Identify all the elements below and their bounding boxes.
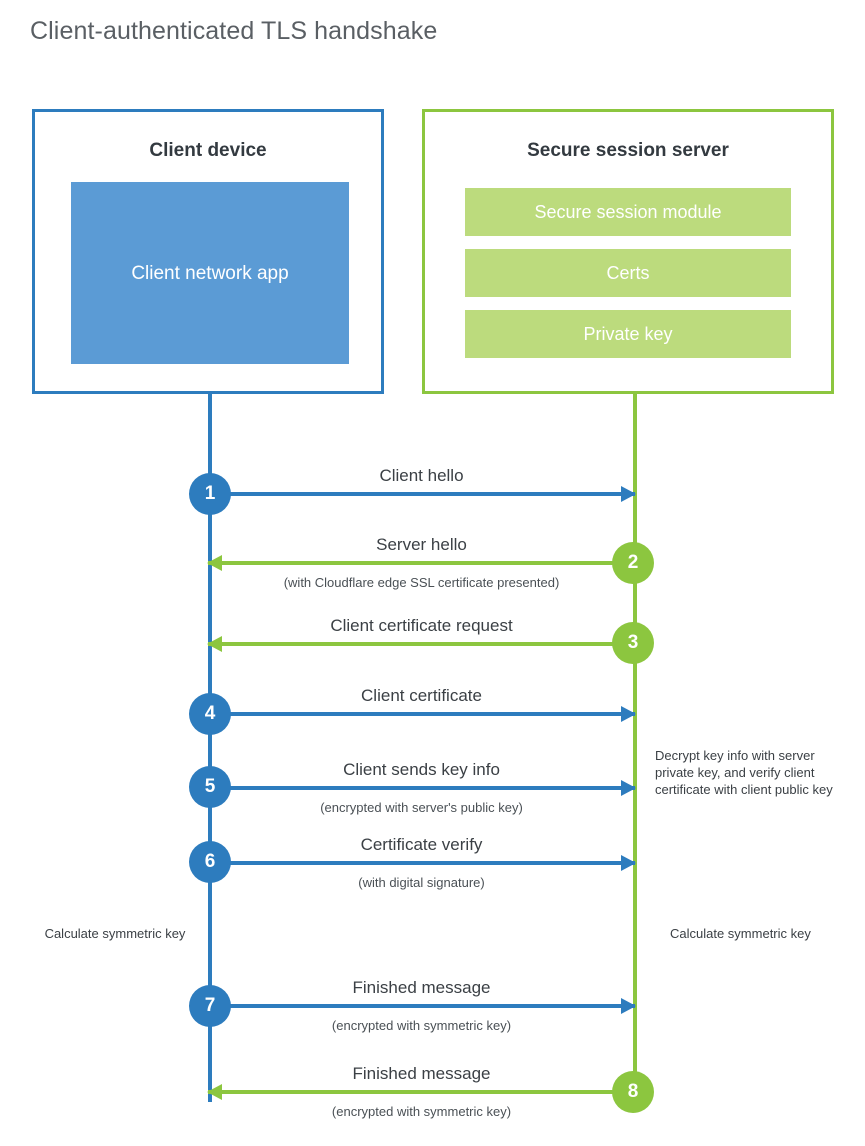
message-sublabel: (encrypted with server's public key): [320, 800, 523, 815]
client-device-title: Client device: [149, 140, 267, 161]
arrow-head-right-icon: [621, 855, 636, 871]
step-badge-2: 2: [612, 542, 654, 584]
arrow-head-right-icon: [621, 998, 636, 1014]
server-module-certs: Certs: [465, 249, 791, 297]
message-label: Client certificate request: [330, 616, 513, 635]
arrow-line-icon: [208, 786, 635, 790]
message-sublabel: (encrypted with symmetric key): [331, 1018, 512, 1033]
server-calculate-symmetric-key-annotation: Calculate symmetric key: [670, 926, 811, 941]
client-device-box: Client device Client network app: [32, 109, 384, 394]
arrow-head-right-icon: [621, 706, 636, 722]
step-badge-5: 5: [189, 766, 231, 808]
arrow-line-icon: [208, 642, 635, 646]
secure-session-server-title: Secure session server: [527, 140, 729, 161]
arrow-head-right-icon: [621, 486, 636, 502]
page-title: Client-authenticated TLS handshake: [30, 17, 438, 45]
message-label: Client certificate: [361, 686, 482, 705]
client-network-app-box: Client network app: [71, 182, 349, 364]
server-decrypt-annotation: Decrypt key info with server private key…: [655, 748, 833, 797]
message-sublabel: (encrypted with symmetric key): [331, 1104, 512, 1119]
secure-session-server-box: Secure session server Secure session mod…: [422, 109, 834, 394]
message-label: Client sends key info: [343, 760, 500, 779]
server-module-list: Secure session module Certs Private key: [465, 188, 791, 371]
step-badge-3: 3: [612, 622, 654, 664]
arrow-line-icon: [208, 561, 635, 565]
step-badge-4: 4: [189, 693, 231, 735]
arrow-line-icon: [208, 712, 635, 716]
step-badge-7: 7: [189, 985, 231, 1027]
client-calculate-symmetric-key-annotation: Calculate symmetric key: [44, 926, 186, 941]
arrow-head-left-icon: [207, 636, 222, 652]
message-label: Client hello: [379, 466, 464, 485]
arrow-head-right-icon: [621, 780, 636, 796]
arrow-line-icon: [208, 861, 635, 865]
message-sublabel: (with digital signature): [358, 875, 485, 890]
server-module-private-key: Private key: [465, 310, 791, 358]
message-label: Finished message: [352, 978, 491, 997]
step-badge-8: 8: [612, 1071, 654, 1113]
arrow-line-icon: [208, 492, 635, 496]
arrow-head-left-icon: [207, 1084, 222, 1100]
message-label: Server hello: [376, 535, 467, 554]
server-module-secure-session: Secure session module: [465, 188, 791, 236]
client-lifeline: [208, 392, 212, 1102]
server-lifeline: [633, 392, 637, 1102]
message-label: Certificate verify: [360, 835, 483, 854]
message-sublabel: (with Cloudflare edge SSL certificate pr…: [283, 575, 560, 590]
step-badge-6: 6: [189, 841, 231, 883]
arrow-line-icon: [208, 1090, 635, 1094]
arrow-head-left-icon: [207, 555, 222, 571]
arrow-line-icon: [208, 1004, 635, 1008]
step-badge-1: 1: [189, 473, 231, 515]
message-label: Finished message: [352, 1064, 491, 1083]
